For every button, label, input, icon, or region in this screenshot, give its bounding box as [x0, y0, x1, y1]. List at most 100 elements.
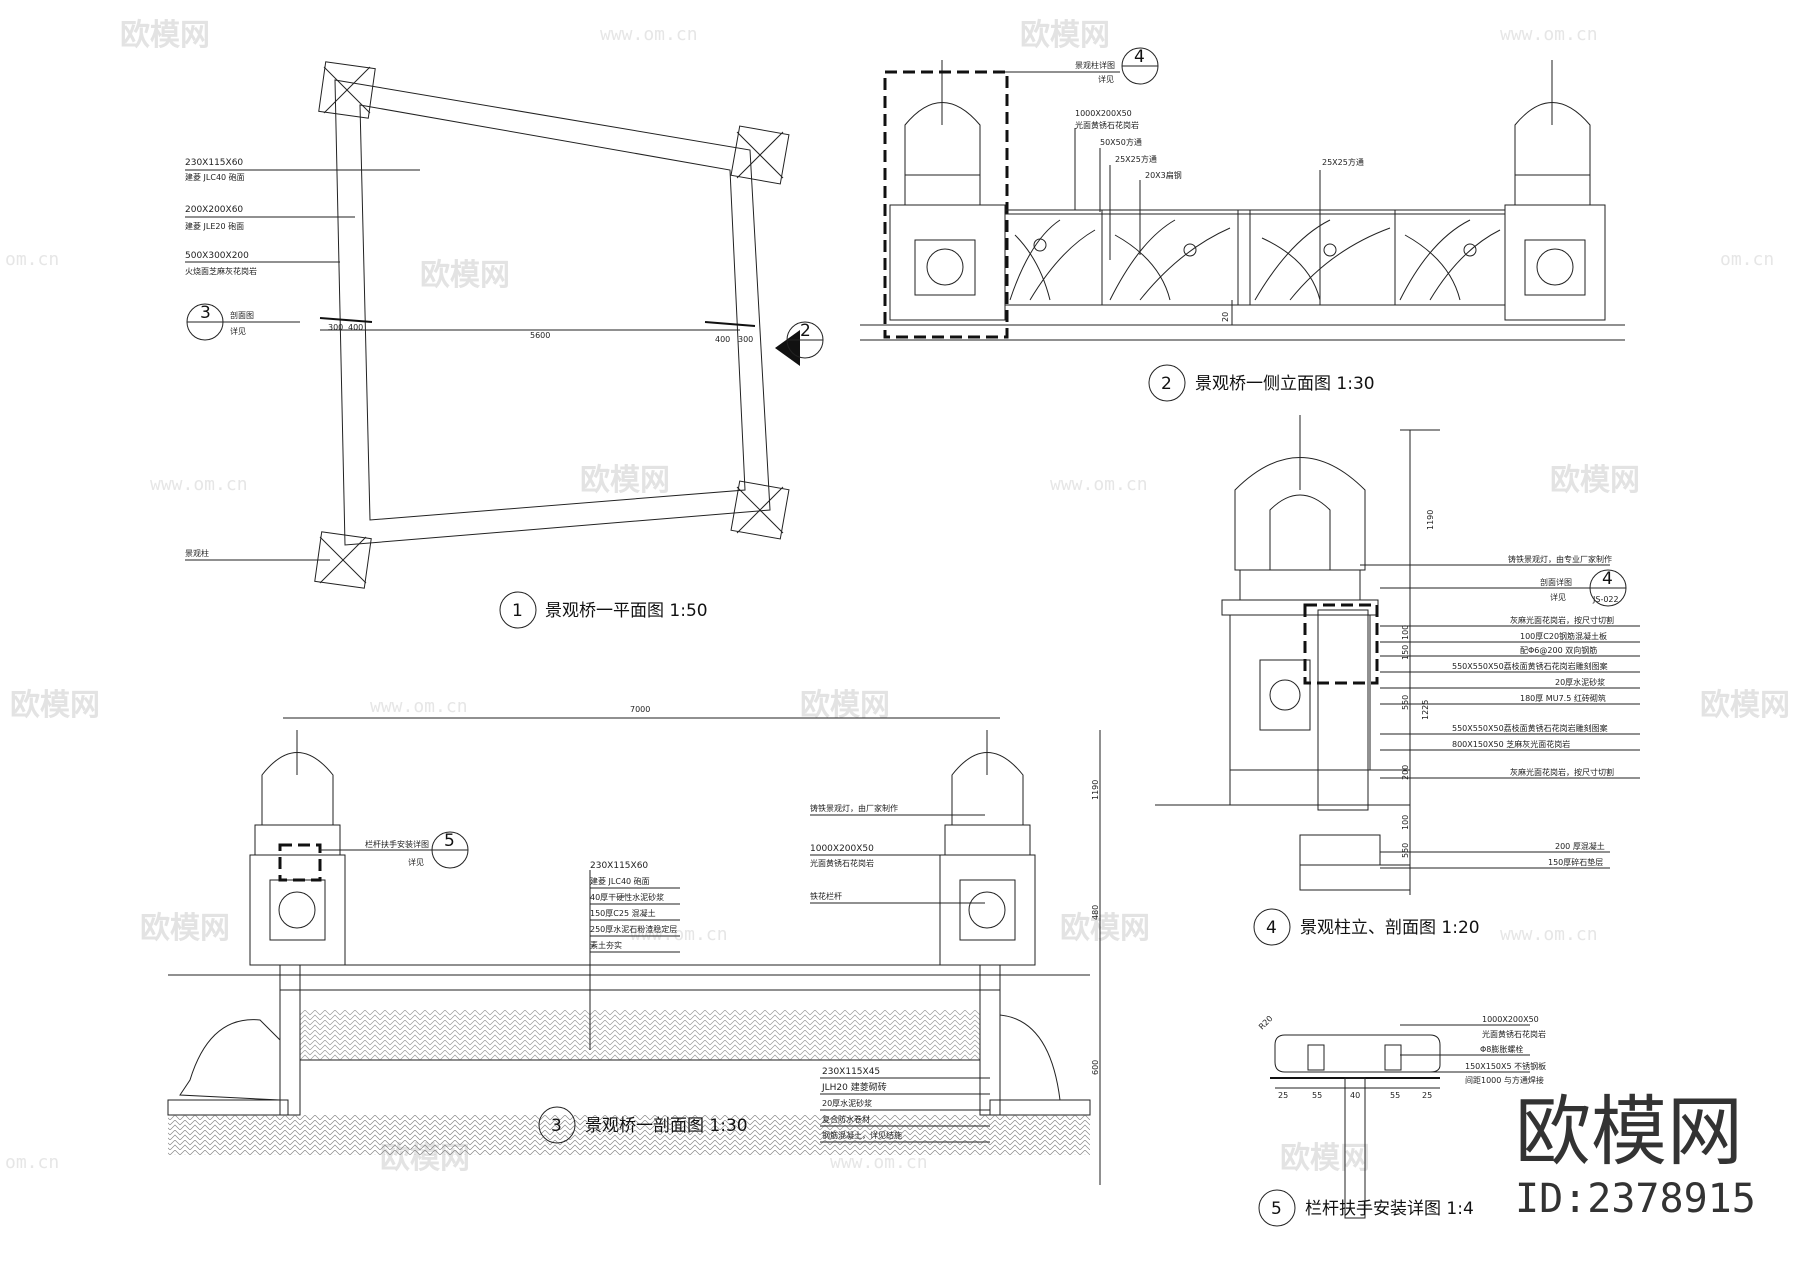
column-section-wall	[1317, 609, 1369, 811]
right-column-base	[1504, 204, 1606, 321]
watermark-url: om.cn	[5, 249, 59, 270]
handrail-post	[1344, 1077, 1366, 1219]
svg-text:1: 1	[512, 601, 523, 621]
svg-text:配Φ6@200 双向钢筋: 配Φ6@200 双向钢筋	[1520, 645, 1597, 655]
svg-text:详见: 详见	[408, 857, 424, 867]
column-view: 1190 100 150 550 1225 200 100 550 4 JS-0…	[1155, 415, 1640, 946]
svg-text:复合防水卷材: 复合防水卷材	[822, 1114, 870, 1124]
svg-text:5: 5	[444, 831, 455, 851]
svg-text:4: 4	[1602, 569, 1613, 589]
svg-text:40厚干硬性水泥砂浆: 40厚干硬性水泥砂浆	[590, 892, 664, 902]
svg-text:4: 4	[1266, 918, 1277, 938]
svg-text:景观柱: 景观柱	[185, 548, 209, 558]
svg-text:200: 200	[1401, 765, 1410, 780]
watermark-brand: 欧模网	[800, 688, 890, 723]
svg-text:Φ8膨胀螺栓: Φ8膨胀螺栓	[1480, 1044, 1523, 1054]
watermark-url: om.cn	[5, 1152, 59, 1173]
corner-brand-name: 欧模网	[1515, 1087, 1743, 1176]
watermark-brand: 欧模网	[1700, 688, 1790, 723]
watermark-brand: 欧模网	[10, 688, 100, 723]
svg-text:3: 3	[551, 1116, 562, 1136]
railing	[1004, 209, 1506, 306]
svg-text:550X550X50荔枝面黄锈石花岗岩雕刻图案: 550X550X50荔枝面黄锈石花岗岩雕刻图案	[1452, 723, 1608, 733]
svg-text:500X300X200: 500X300X200	[185, 251, 249, 261]
svg-text:间距1000 与方通焊接: 间距1000 与方通焊接	[1465, 1075, 1544, 1085]
svg-text:600: 600	[1091, 1060, 1100, 1075]
watermark-url: www.om.cn	[1500, 924, 1598, 945]
svg-text:3: 3	[200, 303, 211, 323]
svg-text:100: 100	[1401, 625, 1410, 640]
svg-text:JLH20 建菱砌砖: JLH20 建菱砌砖	[821, 1081, 887, 1093]
watermark-brand: 欧模网	[1060, 911, 1150, 946]
svg-text:JS-022: JS-022	[1592, 595, 1619, 604]
svg-text:景观柱详图: 景观柱详图	[1075, 60, 1115, 70]
svg-text:180厚 MU7.5 红砖砌筑: 180厚 MU7.5 红砖砌筑	[1520, 693, 1606, 703]
watermark-brand: 欧模网	[140, 911, 230, 946]
svg-text:480: 480	[1091, 905, 1100, 920]
svg-text:800X150X50 芝麻灰光面花岗岩: 800X150X50 芝麻灰光面花岗岩	[1452, 739, 1570, 749]
svg-text:55: 55	[1312, 1091, 1322, 1100]
svg-text:50X50方通: 50X50方通	[1100, 137, 1142, 147]
watermark-url: www.om.cn	[830, 1152, 928, 1173]
svg-text:1190: 1190	[1091, 780, 1100, 800]
left-abutment	[279, 964, 301, 1116]
handrail-stone	[1274, 1034, 1441, 1073]
column-title: 景观柱立、剖面图 1:20	[1300, 918, 1480, 938]
svg-text:25X25方通: 25X25方通	[1115, 154, 1157, 164]
svg-text:剖面详图: 剖面详图	[1540, 577, 1572, 587]
svg-text:2: 2	[800, 321, 811, 341]
watermark-brand: 欧模网	[580, 463, 670, 498]
section-title: 景观桥一剖面图 1:30	[585, 1116, 748, 1136]
right-abutment	[979, 964, 1001, 1116]
watermark-url: www.om.cn	[600, 24, 698, 45]
plan-title: 景观桥一平面图 1:50	[545, 601, 708, 621]
plan-corner-columns	[314, 61, 790, 589]
svg-text:550: 550	[1401, 843, 1410, 858]
svg-text:钢筋混凝土，详见结施: 钢筋混凝土，详见结施	[822, 1130, 902, 1140]
elevation-arrow	[775, 330, 800, 366]
svg-text:灰麻光面花岗岩，按尺寸切割: 灰麻光面花岗岩，按尺寸切割	[1510, 615, 1614, 625]
svg-text:1225: 1225	[1421, 700, 1430, 720]
svg-text:400: 400	[715, 335, 730, 344]
watermark-brand: 欧模网	[120, 18, 210, 53]
svg-text:300: 300	[328, 323, 343, 332]
plan-view: 300 400 5600 400 300 230X115X60 建菱 JLC40…	[185, 61, 824, 629]
svg-text:铁花栏杆: 铁花栏杆	[810, 891, 842, 901]
svg-text:R20: R20	[1257, 1014, 1275, 1032]
svg-text:建菱 JLC40 砲面: 建菱 JLC40 砲面	[590, 876, 650, 886]
bridge-deck-surface	[279, 964, 1001, 991]
svg-text:230X115X60: 230X115X60	[590, 861, 648, 871]
svg-text:1000X200X50: 1000X200X50	[810, 844, 874, 854]
svg-text:铸铁景观灯，由专业厂家制作: 铸铁景观灯，由专业厂家制作	[1508, 554, 1612, 564]
svg-text:150X150X5 不锈钢板: 150X150X5 不锈钢板	[1465, 1061, 1546, 1071]
svg-text:300: 300	[738, 335, 753, 344]
svg-text:2: 2	[1161, 374, 1172, 394]
svg-text:剖面图: 剖面图	[230, 310, 254, 320]
svg-text:光面黄锈石花岗岩: 光面黄锈石花岗岩	[1075, 120, 1139, 130]
svg-text:25X25方通: 25X25方通	[1322, 157, 1364, 167]
svg-text:150厚C25 混凝土: 150厚C25 混凝土	[590, 908, 656, 918]
detail-callout-box	[883, 70, 1009, 339]
svg-text:200X200X60: 200X200X60	[185, 205, 243, 215]
svg-text:20X3扁钢: 20X3扁钢	[1145, 170, 1182, 180]
svg-text:1190: 1190	[1426, 510, 1435, 530]
svg-text:建菱 JLE20 砲面: 建菱 JLE20 砲面	[185, 221, 244, 231]
svg-text:4: 4	[1134, 47, 1145, 67]
elevation-title: 景观桥一侧立面图 1:30	[1195, 374, 1375, 394]
railing-leaf-pattern	[1009, 219, 1501, 301]
svg-text:25: 25	[1278, 1091, 1288, 1100]
corner-brand-id: ID:2378915	[1515, 1176, 1756, 1222]
svg-text:7000: 7000	[630, 705, 650, 714]
watermark-url: www.om.cn	[370, 696, 468, 717]
svg-text:150厚碎石垫层: 150厚碎石垫层	[1548, 857, 1603, 867]
svg-text:400: 400	[348, 323, 363, 332]
svg-text:1000X200X50: 1000X200X50	[1075, 109, 1132, 118]
svg-text:详见: 详见	[230, 326, 246, 336]
column-material-labels: 灰麻光面花岗岩，按尺寸切割 100厚C20钢筋混凝土板 配Φ6@200 双向钢筋…	[1380, 615, 1640, 869]
svg-text:230X115X45: 230X115X45	[822, 1067, 880, 1077]
svg-text:55: 55	[1390, 1091, 1400, 1100]
watermark-url: om.cn	[1720, 249, 1774, 270]
svg-text:20厚水泥砂浆: 20厚水泥砂浆	[1555, 677, 1605, 687]
watermark-layer: 欧模网 欧模网 欧模网 欧模网 欧模网 欧模网 欧模网 欧模网 欧模网 欧模网 …	[5, 18, 1790, 1176]
